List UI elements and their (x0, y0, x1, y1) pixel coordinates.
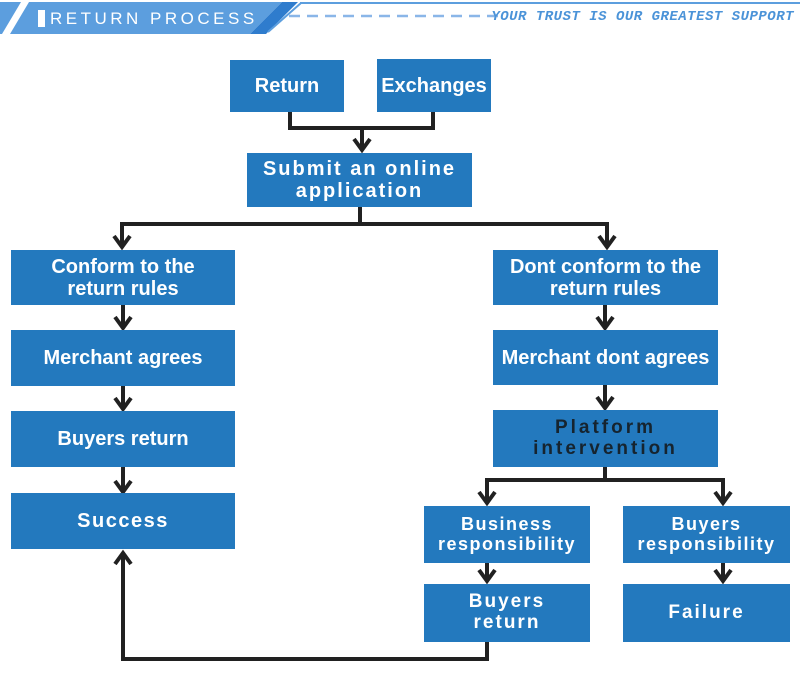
node-business-responsibility: Business responsibility (424, 506, 590, 563)
node-exchanges: Exchanges (377, 59, 491, 112)
node-buyers-return-bottom: Buyers return (424, 584, 590, 642)
node-merchant-dont-agrees: Merchant dont agrees (493, 330, 718, 385)
node-dont-conform-to-return-rules: Dont conform to the return rules (493, 250, 718, 305)
banner-shape (0, 2, 282, 34)
banner-accent-shape (250, 2, 298, 34)
title-tick-icon (38, 10, 45, 27)
node-buyers-return-left: Buyers return (11, 411, 235, 467)
node-buyers-responsibility: Buyers responsibility (623, 506, 790, 563)
connector-branch-main (112, 207, 617, 251)
node-return: Return (230, 60, 344, 112)
node-platform-intervention: Platform intervention (493, 410, 718, 467)
connector-merge-top (288, 112, 435, 154)
node-success: Success (11, 493, 235, 549)
banner-slash-decoration (2, 2, 29, 34)
header-banner (0, 2, 800, 34)
node-merchant-agrees: Merchant agrees (11, 330, 235, 386)
page-title: RETURN PROCESS (50, 9, 258, 28)
connector-left-column (113, 305, 133, 496)
connector-right-column (595, 305, 615, 412)
node-conform-to-return-rules: Conform to the return rules (11, 250, 235, 305)
connector-bottom-arrows (477, 562, 733, 585)
node-submit-online-application: Submit an online application (247, 153, 472, 207)
banner-diagonal-line (267, 2, 302, 33)
header-tagline: YOUR TRUST IS OUR GREATEST SUPPORT (491, 9, 794, 25)
connector-loop-to-success (113, 549, 489, 661)
node-failure: Failure (623, 584, 790, 642)
connector-branch-platform (477, 467, 733, 507)
